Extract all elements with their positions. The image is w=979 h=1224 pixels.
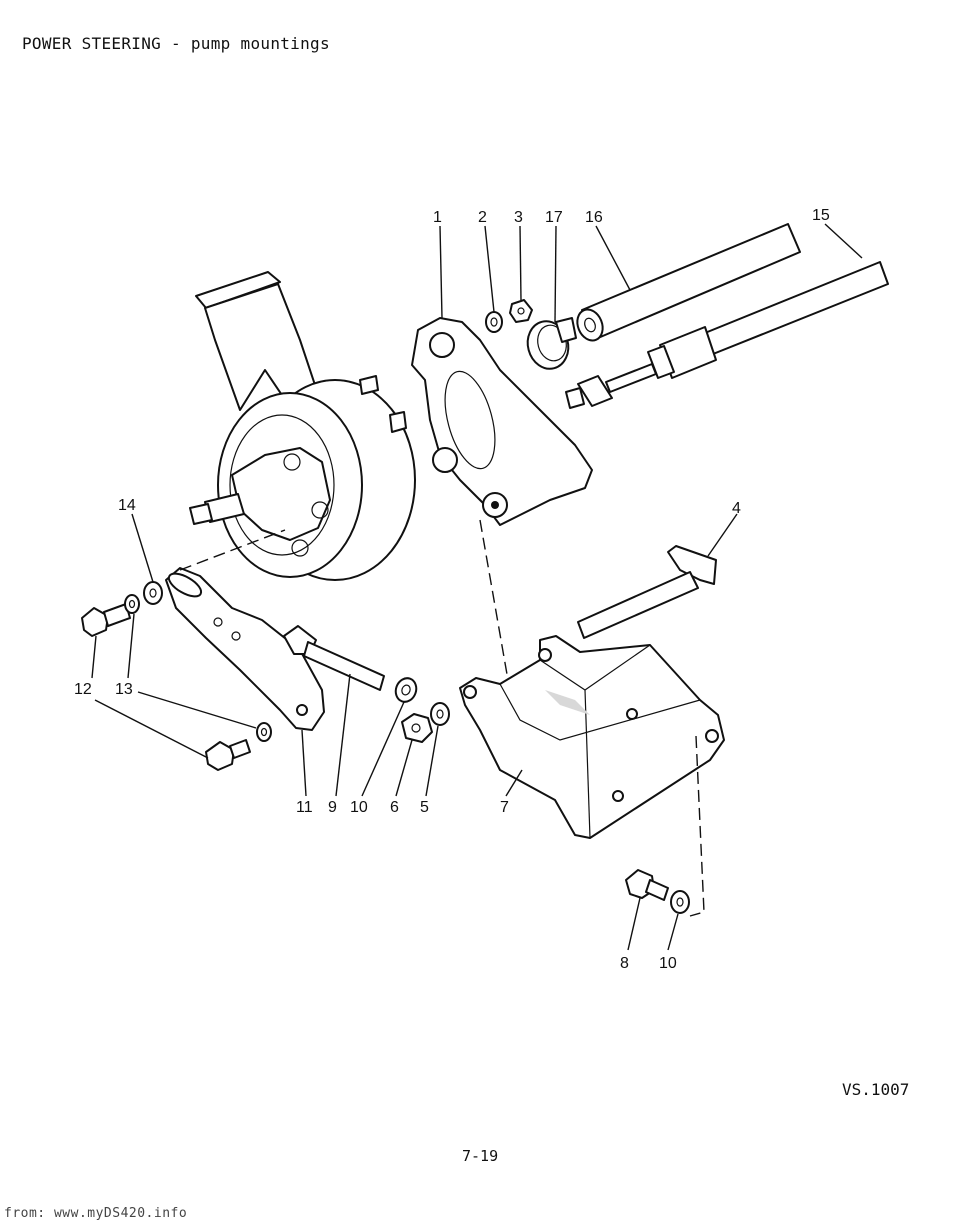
callout-8: 8 [620,955,629,972]
callout-16: 16 [585,209,603,226]
part-12-bolt-upper [81,603,131,637]
callout-labels: 1 2 3 17 16 15 14 4 12 13 11 9 10 6 5 7 … [74,207,830,972]
part-6-nut [401,713,433,743]
source-watermark: from: www.myDS420.info [4,1206,188,1221]
callout-15: 15 [812,207,830,224]
part-3-nut [509,299,533,323]
part-12-bolt-lower [205,739,251,771]
callout-1: 1 [433,209,442,226]
part-4-long-bolt [577,545,717,639]
part-9-bolt [283,625,385,691]
drawing-reference-code: VS.1007 [842,1080,910,1099]
callout-12: 12 [74,681,92,698]
page-title: POWER STEERING - pump mountings [22,34,330,53]
callout-4: 4 [732,500,741,517]
callout-5: 5 [420,799,429,816]
part-14-washer [143,581,163,605]
part-15-pressure-hose [565,261,889,409]
callout-6: 6 [390,799,399,816]
callout-7: 7 [500,799,509,816]
part-1-mounting-bracket [411,317,593,526]
part-16-hose [576,223,801,342]
callout-9: 9 [328,799,337,816]
assembly-dash-lines [179,519,705,917]
part-5-washer [430,702,450,726]
part-13-washer-upper [124,594,140,614]
part-11-adjusting-link [165,567,325,731]
part-10-washer-lower [670,890,690,914]
callout-10-lower: 10 [659,955,677,972]
part-17-hose-clip [526,317,577,370]
leader-lines [91,223,863,951]
callout-2: 2 [478,209,487,226]
pump-assembly [189,271,416,581]
callout-13: 13 [115,681,133,698]
callout-10-upper: 10 [350,799,368,816]
part-10-washer-upper [394,677,418,703]
part-2-washer [485,311,503,333]
callout-14: 14 [118,497,136,514]
page-number: 7-19 [462,1147,499,1165]
part-8-bolt [625,869,669,901]
callout-3: 3 [514,209,523,226]
callout-11: 11 [296,799,313,816]
callout-17: 17 [545,209,563,226]
part-13-washer-lower [256,722,272,742]
part-7-main-bracket [459,635,725,839]
